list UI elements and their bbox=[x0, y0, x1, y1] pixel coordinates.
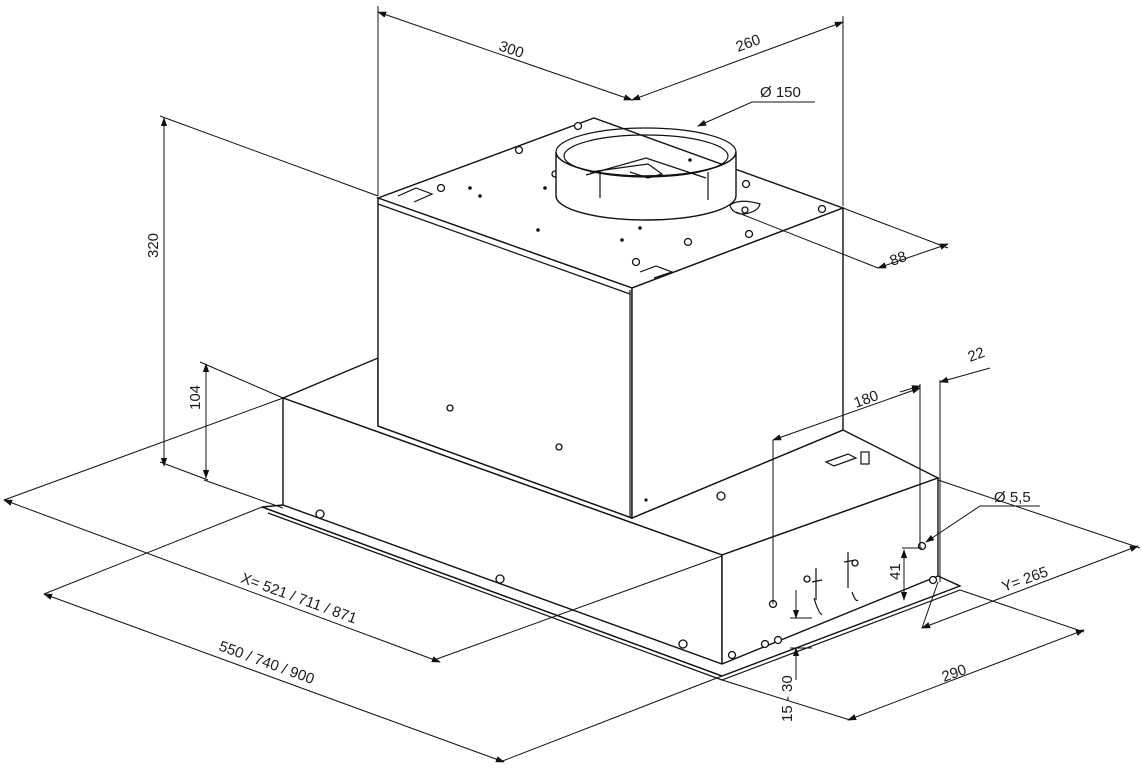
dim-300-label: 300 bbox=[497, 38, 526, 62]
dim-88-label: 88 bbox=[888, 248, 909, 270]
dim-104-label: 104 bbox=[187, 385, 204, 410]
dim-260-label: 260 bbox=[734, 31, 763, 56]
dim-y-label: Y= 265 bbox=[1000, 563, 1051, 595]
exhaust-collar bbox=[555, 127, 737, 221]
dim-320-label: 320 bbox=[145, 233, 162, 258]
dim-41-label: 41 bbox=[887, 563, 904, 580]
dim-290-label: 290 bbox=[940, 661, 969, 686]
top-holes bbox=[436, 121, 827, 267]
dim-150-label: Ø 150 bbox=[760, 84, 801, 101]
dimension-lines bbox=[3, 6, 1141, 763]
lower-body bbox=[261, 356, 962, 681]
latch bbox=[729, 200, 761, 215]
dim-x-label: X= 521 / 711 / 871 bbox=[239, 570, 359, 628]
dim-hole-label: Ø 5,5 bbox=[994, 489, 1031, 506]
side-brackets bbox=[803, 552, 859, 616]
dim-180-label: 180 bbox=[852, 387, 881, 412]
dim-22-label: 22 bbox=[966, 344, 987, 366]
dim-15-30-label: 15 - 30 bbox=[779, 675, 796, 722]
